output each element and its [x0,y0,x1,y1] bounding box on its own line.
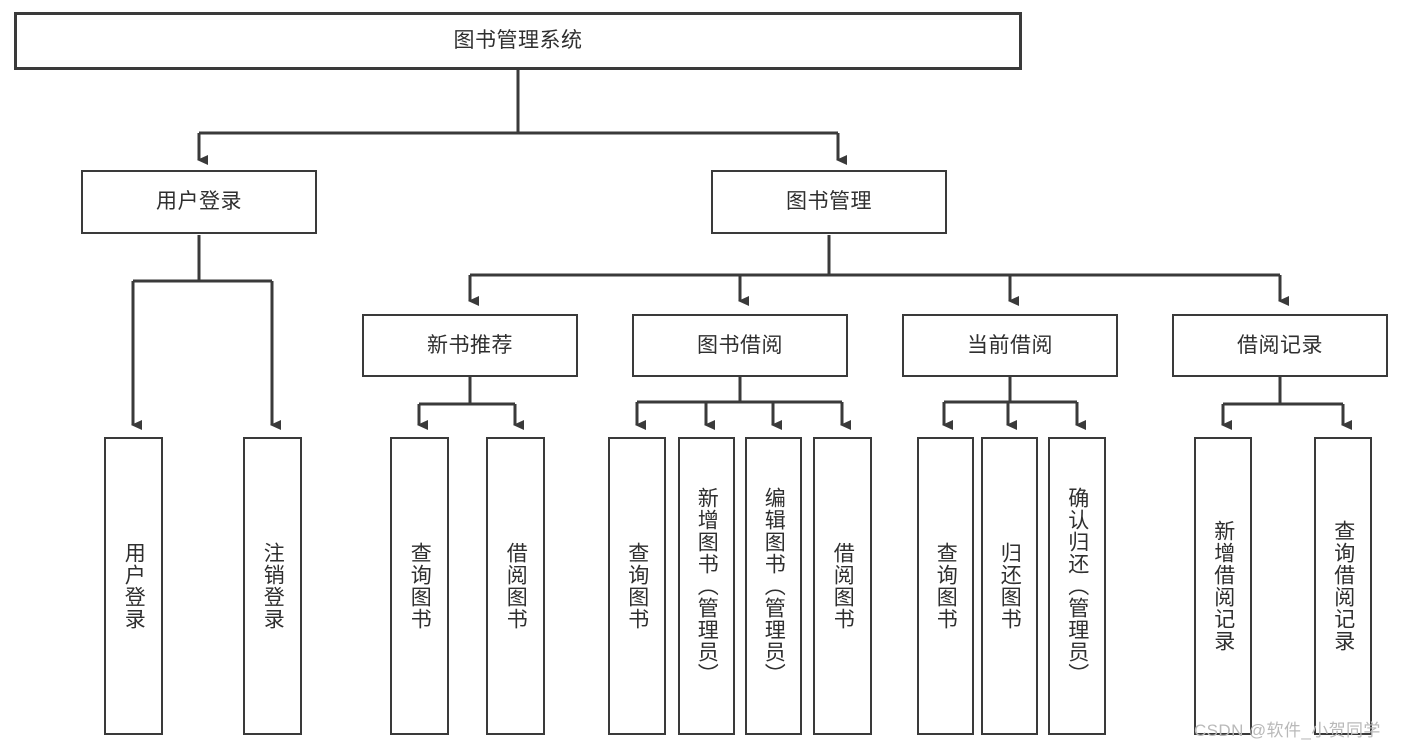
node-label: 借阅图书 [504,542,528,630]
node-label: 用户登录 [122,542,146,630]
leaf-borrow-book[interactable]: 借阅图书 [813,437,872,735]
leaf-logout-login[interactable]: 注销登录 [243,437,302,735]
node-label: 图书管理 [786,190,872,214]
leaf-query-book-borrow[interactable]: 查询图书 [608,437,666,735]
leaf-query-book-recommend[interactable]: 查询图书 [390,437,449,735]
leaf-user-login[interactable]: 用户登录 [104,437,163,735]
leaf-add-book-admin[interactable]: 新增图书（管理员） [678,437,735,735]
node-label: 图书管理系统 [453,29,583,53]
node-user-login[interactable]: 用户登录 [81,170,317,234]
node-book-management[interactable]: 图书管理 [711,170,947,234]
node-new-book-recommend[interactable]: 新书推荐 [362,314,578,377]
node-label: 新增图书（管理员） [695,487,719,685]
node-label: 当前借阅 [967,333,1053,357]
node-book-borrow[interactable]: 图书借阅 [632,314,848,377]
leaf-add-borrow-record[interactable]: 新增借阅记录 [1194,437,1252,735]
node-label: 借阅记录 [1237,333,1323,357]
node-current-borrow[interactable]: 当前借阅 [902,314,1118,377]
node-borrow-record[interactable]: 借阅记录 [1172,314,1388,377]
leaf-query-borrow-record[interactable]: 查询借阅记录 [1314,437,1372,735]
node-label: 用户登录 [156,190,242,214]
watermark-text: CSDN @软件_小贺同学 [1194,721,1381,740]
leaf-confirm-return-admin[interactable]: 确认归还（管理员） [1048,437,1106,735]
node-label: 图书借阅 [697,333,783,357]
node-label: 查询图书 [408,542,432,630]
node-label: 确认归还（管理员） [1065,487,1089,685]
node-label: 查询借阅记录 [1331,520,1355,652]
node-label: 新增借阅记录 [1211,520,1235,652]
node-label: 借阅图书 [831,542,855,630]
node-label: 查询图书 [625,542,649,630]
node-book-management-system[interactable]: 图书管理系统 [14,12,1022,70]
leaf-query-book-current[interactable]: 查询图书 [917,437,974,735]
node-label: 查询图书 [934,542,958,630]
leaf-edit-book-admin[interactable]: 编辑图书（管理员） [745,437,802,735]
leaf-return-book[interactable]: 归还图书 [981,437,1038,735]
node-label: 归还图书 [998,542,1022,630]
node-label: 编辑图书（管理员） [762,487,786,685]
leaf-borrow-book-recommend[interactable]: 借阅图书 [486,437,545,735]
node-label: 新书推荐 [427,333,513,357]
node-label: 注销登录 [261,542,285,630]
